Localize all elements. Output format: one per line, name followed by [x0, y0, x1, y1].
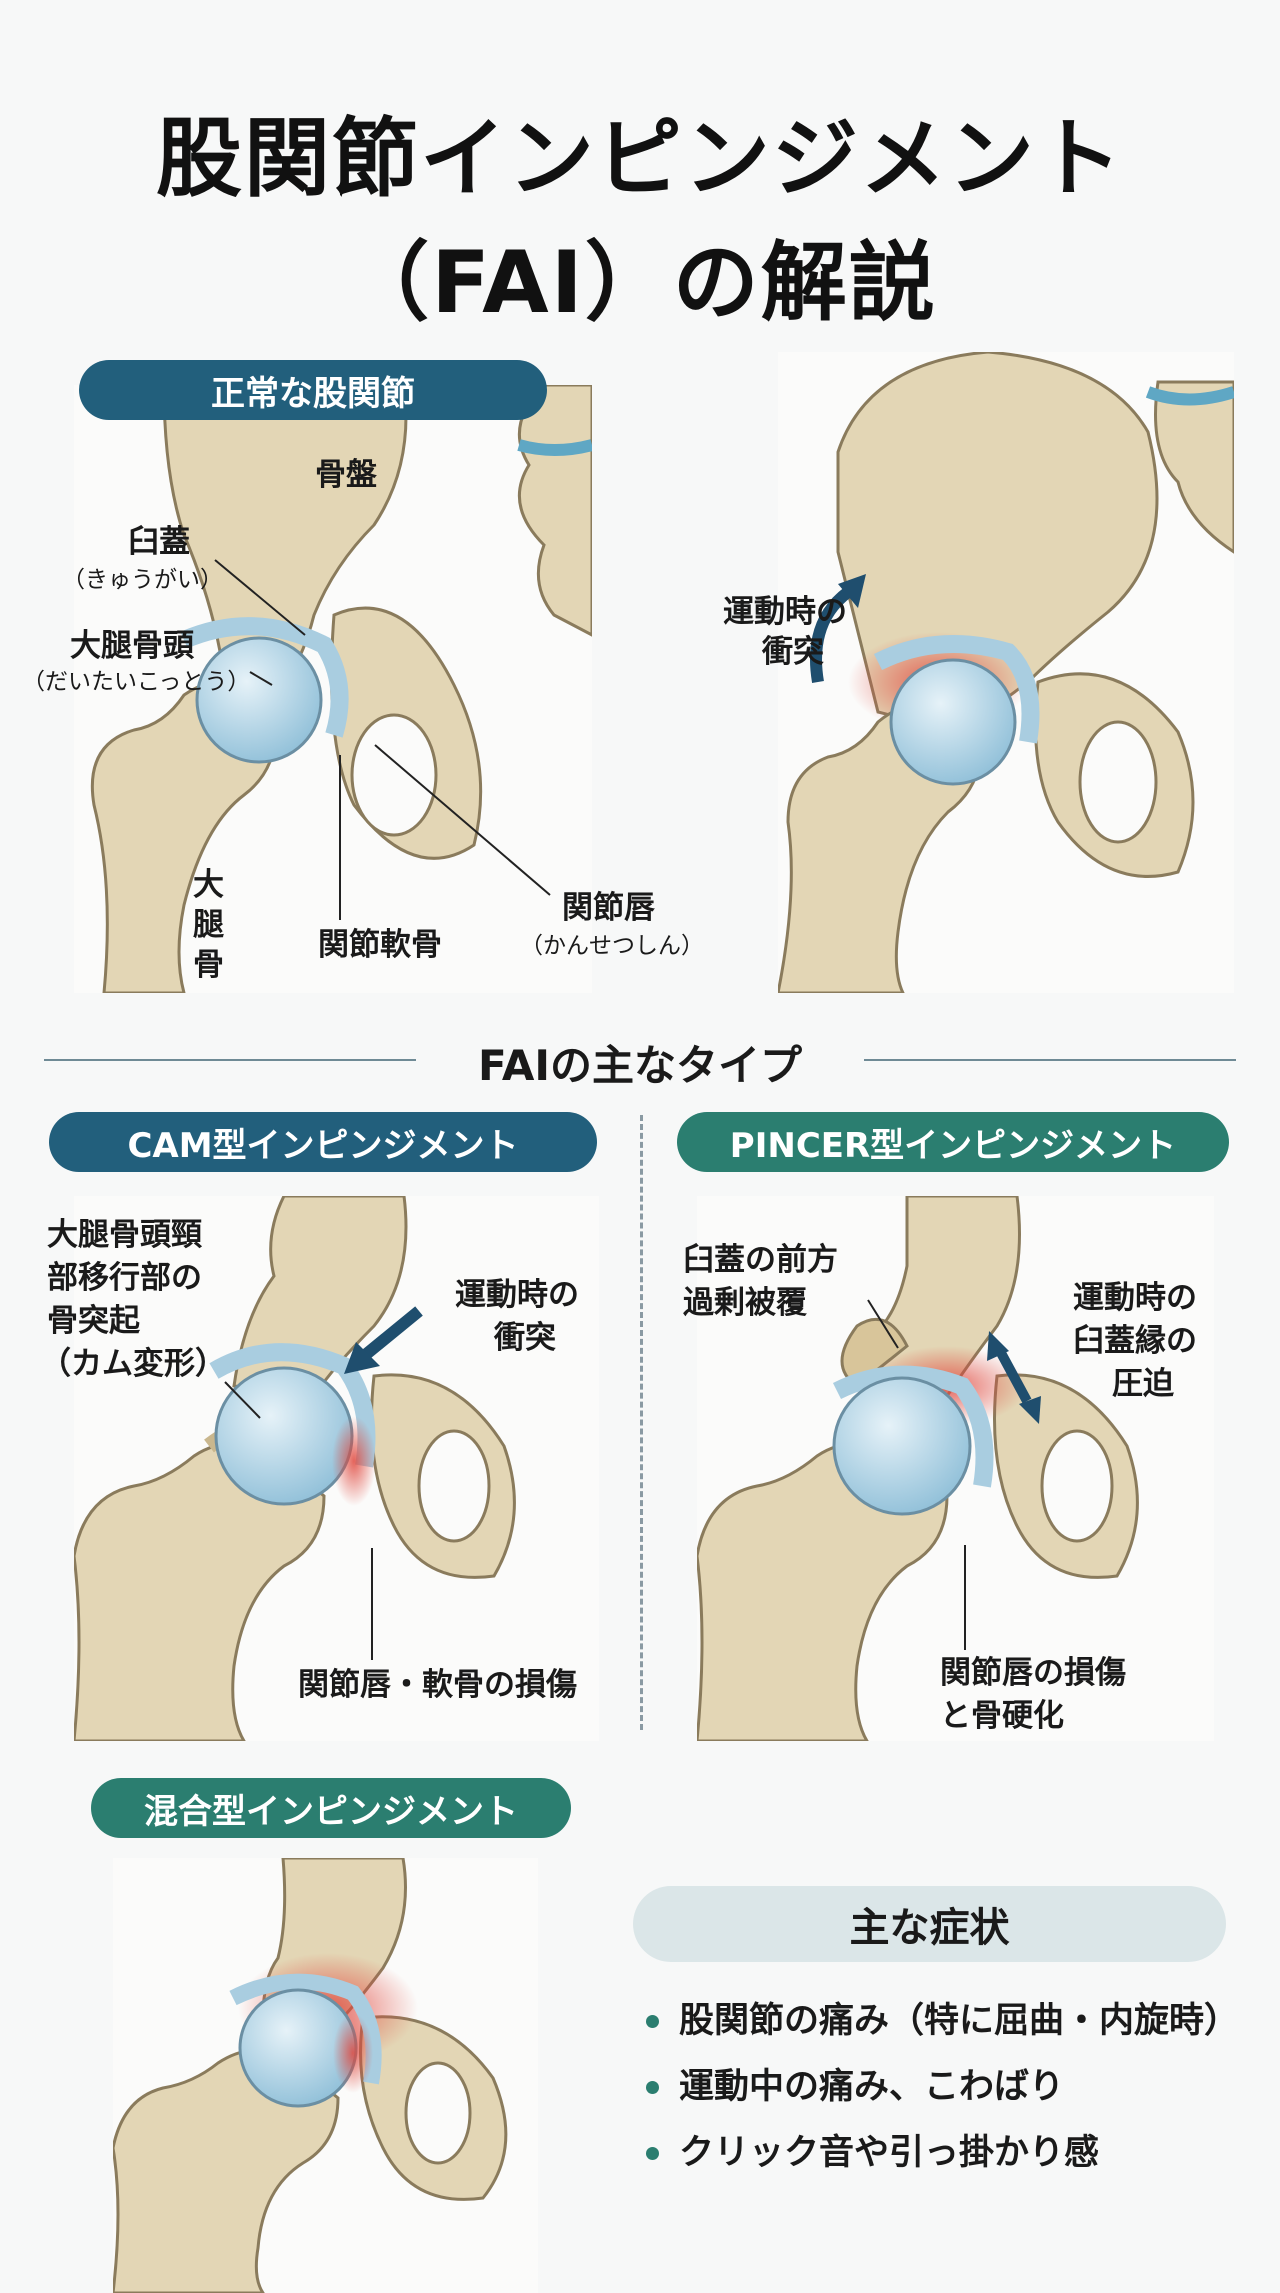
mixed-drawing: [113, 1858, 508, 2293]
label-labrum: 関節唇: [562, 890, 655, 926]
pincer-overcover-line1: 臼蓋の前方: [683, 1242, 838, 1278]
symptom-text: 股関節の痛み（特に屈曲・内旋時）: [679, 2001, 1240, 2041]
pincer-drawing: [697, 1196, 1139, 1741]
label-labrum-reading: （かんせつしん）: [520, 933, 704, 959]
pincer-heading: PINCER型インピンジメント: [677, 1112, 1229, 1172]
pincer-leader-lines: [867, 1299, 966, 1650]
label-femoral-head-reading: （だいたいこっとう）: [22, 669, 251, 695]
pincer-damage-line2: と骨硬化: [940, 1698, 1064, 1734]
cam-impact-line1: 運動時の: [455, 1277, 579, 1313]
pincer-damage-line1: 関節唇の損傷: [940, 1655, 1126, 1691]
label-pelvis: 骨盤: [315, 457, 377, 493]
impact-drawing: [778, 352, 1234, 993]
page-title-line1: 股関節インピンジメント: [156, 109, 1124, 209]
section-rule-right: [864, 1059, 1236, 1061]
label-femur-1: 大: [193, 867, 224, 903]
fai-types-title: FAIの主なタイプ: [477, 1041, 802, 1090]
impact-label-line2: 衝突: [762, 634, 824, 670]
mixed-heading: 混合型インピンジメント: [91, 1778, 571, 1838]
label-acetabulum: 臼蓋: [128, 524, 190, 560]
types-divider: [640, 1115, 643, 1730]
pincer-illustration: [697, 1196, 1214, 1741]
cam-bump-line4: （カム変形）: [40, 1346, 226, 1382]
cam-heading: CAM型インピンジメント: [49, 1112, 597, 1172]
cam-drawing: [74, 1196, 516, 1741]
cam-illustration: [74, 1196, 599, 1741]
pincer-rim-line2: 臼蓋縁の: [1073, 1323, 1197, 1359]
normal-leader-lines: [214, 559, 551, 920]
label-acetabulum-reading: （きゅうがい）: [62, 567, 223, 593]
cam-bump-line1: 大腿骨頭頸: [47, 1217, 202, 1253]
symptom-item: 運動中の痛み、こわばり: [646, 2054, 1239, 2120]
cam-damage-label: 関節唇・軟骨の損傷: [298, 1667, 577, 1703]
section-rule-left: [44, 1059, 416, 1061]
label-cartilage: 関節軟骨: [318, 927, 442, 963]
symptom-text: 運動中の痛み、こわばり: [679, 2067, 1065, 2107]
symptom-item: 股関節の痛み（特に屈曲・内旋時）: [646, 1988, 1239, 2054]
impact-label-line1: 運動時の: [723, 594, 847, 630]
bullet-icon: [646, 2146, 659, 2160]
label-femur-3: 骨: [193, 947, 224, 983]
symptom-text: クリック音や引っ掛かり感: [679, 2133, 1100, 2173]
normal-hip-illustration: [74, 385, 592, 993]
symptom-item: クリック音や引っ掛かり感: [646, 2120, 1239, 2186]
symptoms-heading: 主な症状: [633, 1886, 1226, 1962]
mixed-illustration: [113, 1858, 538, 2293]
normal-hip-heading: 正常な股関節: [79, 360, 547, 420]
pincer-rim-line3: 圧迫: [1112, 1366, 1174, 1402]
pincer-rim-line1: 運動時の: [1073, 1280, 1197, 1316]
bullet-icon: [646, 2080, 659, 2094]
page-title-line2: （FAI）の解説: [343, 233, 937, 333]
cam-leader-lines: [224, 1381, 373, 1660]
impact-illustration: [778, 352, 1234, 993]
symptoms-list: 股関節の痛み（特に屈曲・内旋時） 運動中の痛み、こわばり クリック音や引っ掛かり…: [646, 1988, 1239, 2186]
normal-hip-drawing: [90, 385, 592, 993]
label-femoral-head: 大腿骨頭: [70, 628, 194, 664]
cam-bump-line3: 骨突起: [47, 1303, 140, 1339]
bullet-icon: [646, 2014, 659, 2028]
cam-bump-line2: 部移行部の: [47, 1260, 202, 1296]
cam-impact-line2: 衝突: [494, 1320, 556, 1356]
pincer-overcover-line2: 過剰被覆: [683, 1285, 807, 1321]
label-femur-2: 腿: [193, 907, 224, 943]
